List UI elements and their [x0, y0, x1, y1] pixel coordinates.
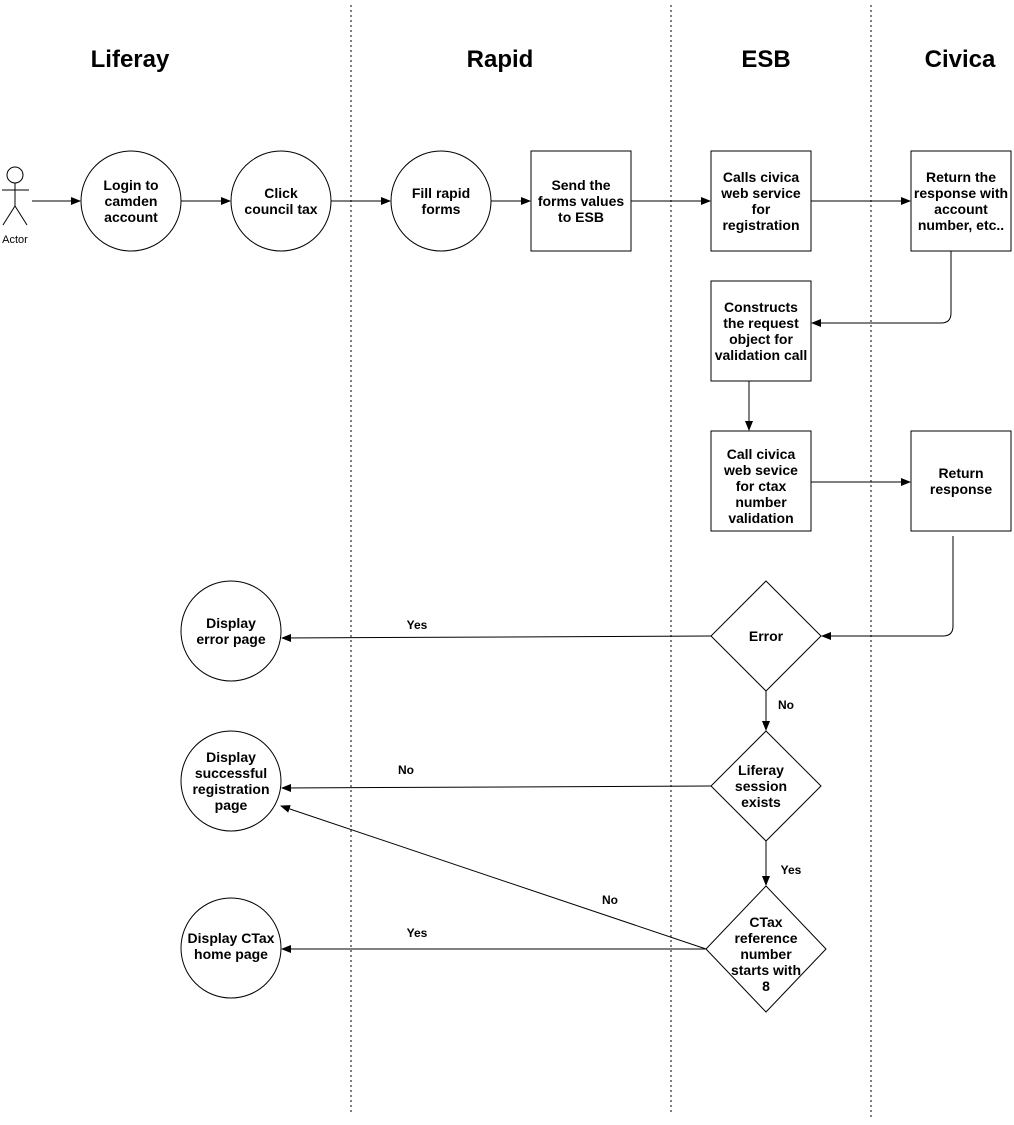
send-forms-node: [530, 150, 632, 252]
lane-title-civica: Civica: [925, 46, 996, 73]
call-civica-ctax-node: [710, 430, 812, 532]
constructs-request-node: [710, 280, 812, 382]
lane-title-liferay: Liferay: [91, 46, 170, 73]
return-response-account-node: [910, 150, 1012, 252]
actor-icon: [2, 166, 29, 226]
edge-label-ctax-yes: Yes: [407, 926, 428, 940]
lane-title-esb: ESB: [741, 46, 790, 73]
error-label: Error: [749, 628, 784, 644]
lane-title-rapid: Rapid: [467, 46, 534, 73]
edge-label-error-no: No: [778, 698, 794, 712]
edge-return-error: [821, 536, 954, 640]
display-error-node: [180, 580, 282, 682]
edge-ctax-no: [280, 805, 707, 950]
edge-label-error-yes: Yes: [407, 618, 428, 632]
edge-label-ctax-no: No: [602, 893, 618, 907]
edge-label-session-yes: Yes: [781, 863, 802, 877]
ctax-starts-8-decision: [705, 885, 827, 1013]
calls-civica-node: [710, 150, 812, 252]
edge-session-no: [281, 783, 712, 792]
edge-return-constructs: [811, 251, 952, 327]
actor-label: Actor: [2, 234, 28, 246]
return-response-node: [910, 430, 1012, 532]
display-success-node: [180, 730, 282, 832]
edge-error-yes: [281, 633, 712, 642]
edge-label-session-no: No: [398, 763, 414, 777]
